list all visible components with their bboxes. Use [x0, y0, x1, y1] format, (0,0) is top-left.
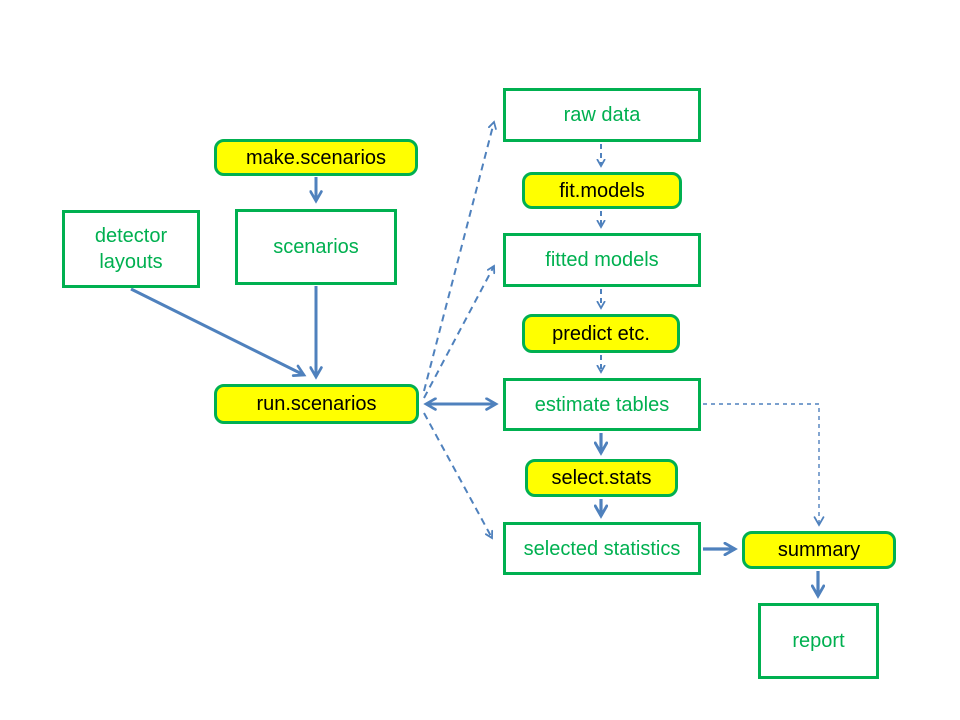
node-selected-statistics: selected statistics	[503, 522, 701, 575]
node-estimate-tables: estimate tables	[503, 378, 701, 431]
node-fit-models: fit.models	[522, 172, 682, 209]
node-predict-etc: predict etc.	[522, 314, 680, 353]
node-summary: summary	[742, 531, 896, 569]
arrow-run-scenarios-to-raw-data	[423, 120, 497, 392]
arrow-run-scenarios-to-selected-statistics	[423, 412, 494, 540]
node-raw-data: raw data	[503, 88, 701, 142]
arrow-run-scenarios-to-fitted-models	[423, 264, 496, 399]
arrow-detector-layouts-to-run-scenarios	[130, 287, 307, 377]
node-report: report	[758, 603, 879, 679]
node-select-stats: select.stats	[525, 459, 678, 497]
arrow-estimate-tables-to-summary	[703, 403, 825, 527]
node-run-scenarios: run.scenarios	[214, 384, 419, 424]
node-fitted-models: fitted models	[503, 233, 701, 287]
node-detector-layouts: detector layouts	[62, 210, 200, 288]
node-make-scenarios: make.scenarios	[214, 139, 418, 176]
node-scenarios: scenarios	[235, 209, 397, 285]
